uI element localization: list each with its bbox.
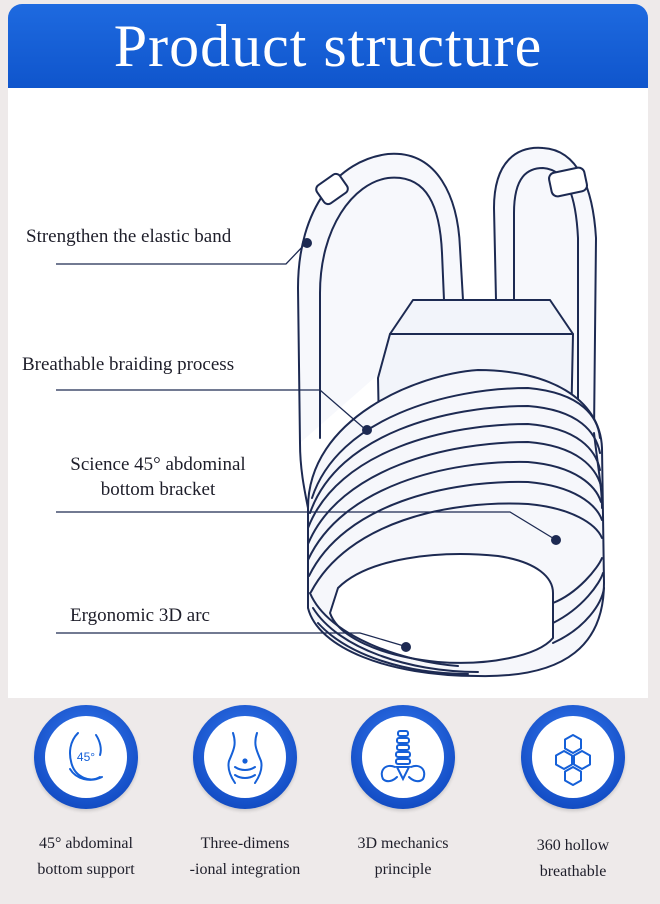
callout-line-elastic [56, 242, 307, 265]
feature-label: 360 hollow breathable [498, 833, 648, 885]
callout-bracket-line1: Science 45° abdominal [70, 454, 246, 475]
page-title: Product structure [113, 12, 543, 79]
belly-icon-angle: 45° [77, 750, 95, 764]
right-strap-buckle [548, 166, 588, 198]
feature-line1: 360 hollow [536, 837, 610, 854]
spine-pelvis-icon [380, 730, 426, 783]
feature-badge [193, 705, 297, 809]
product-diagram-panel [8, 88, 648, 698]
maternity-belt-illustration [56, 146, 605, 678]
callout-elastic-band: Strengthen the elastic band [22, 224, 236, 249]
callout-dot-bracket [551, 535, 561, 545]
belly-opening [329, 553, 554, 664]
feature-line1: Three-dimens [200, 835, 290, 852]
left-strap [297, 152, 464, 444]
callout-dot-arc [401, 642, 411, 652]
feature-badge: 45° [34, 705, 138, 809]
callout-dot-elastic [302, 238, 312, 248]
header-banner: Product structure [8, 4, 648, 88]
feature-item: 3D mechanics principle [328, 705, 478, 883]
callout-dot-breathable [362, 425, 372, 435]
callout-line-arc [56, 632, 405, 647]
feature-line1: 45° abdominal [39, 835, 133, 852]
hexagon-mesh-icon [555, 734, 591, 786]
callout-breathable-braiding: Breathable braiding process [18, 352, 239, 377]
callout-bracket-line2: bottom bracket [100, 479, 216, 500]
callout-ergonomic-arc: Ergonomic 3D arc [66, 603, 214, 628]
feature-line2: breathable [539, 863, 607, 880]
callout-abdominal-bracket: Science 45° abdominal bottom bracket [44, 452, 272, 502]
feature-label: Three-dimens -ional integration [170, 831, 320, 883]
feature-badge [351, 705, 455, 809]
feature-label: 45° abdominal bottom support [11, 831, 161, 883]
feature-item: 45° 45° abdominal bottom support [11, 705, 161, 883]
callout-line-breathable [56, 389, 367, 431]
feature-badge [521, 705, 625, 809]
feature-line2: bottom support [37, 861, 135, 878]
feature-item: Three-dimens -ional integration [170, 705, 320, 883]
belly-support-icon: 45° [69, 732, 103, 781]
left-strap-buckle [315, 172, 349, 206]
feature-line1: 3D mechanics [357, 835, 449, 852]
waist-torso-icon [227, 732, 263, 784]
feature-line2: principle [374, 861, 432, 878]
feature-list: 45° 45° abdominal bottom support [0, 705, 660, 904]
feature-label: 3D mechanics principle [328, 831, 478, 883]
callout-line-bracket [56, 511, 557, 541]
feature-item: 360 hollow breathable [498, 705, 648, 885]
feature-line2: -ional integration [189, 861, 301, 878]
